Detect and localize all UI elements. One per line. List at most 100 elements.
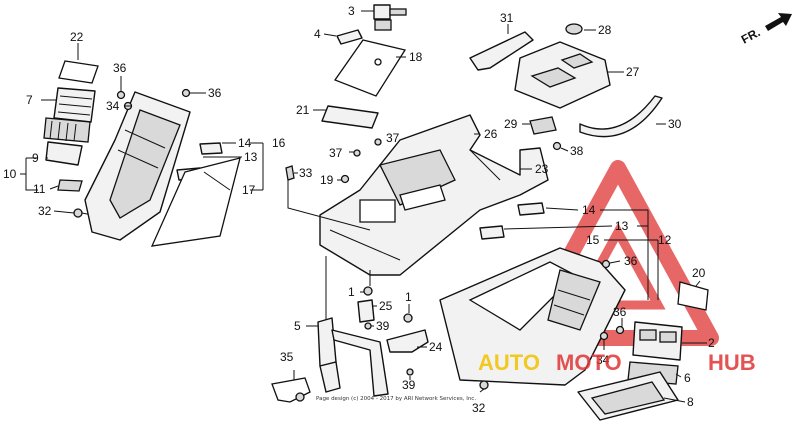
part-2-switch-panel <box>632 321 683 361</box>
part-30-strip <box>579 95 663 138</box>
callout-15: 15 <box>586 233 600 247</box>
callout-28: 28 <box>598 23 612 37</box>
part-1-grommet-a <box>363 286 373 296</box>
callout-24: 24 <box>429 340 443 354</box>
callout-26: 26 <box>484 127 498 141</box>
callout-20: 20 <box>692 266 706 280</box>
callout-4: 4 <box>314 27 321 41</box>
callout-36-right-b: 36 <box>613 305 627 319</box>
callout-14-right: 14 <box>582 203 596 217</box>
part-28-plug <box>565 23 583 35</box>
callout-10: 10 <box>3 167 17 181</box>
callout-33: 33 <box>299 166 313 180</box>
part-1-grommet-b <box>403 313 413 323</box>
part-29-button <box>529 116 557 135</box>
callout-numbers: 22 7 9 10 11 32 36 34 36 14 13 16 17 3 4… <box>3 4 715 415</box>
callout-1-a: 1 <box>348 285 355 299</box>
callout-23: 23 <box>535 162 549 176</box>
part-36-clip-a <box>116 90 126 100</box>
callout-31: 31 <box>500 11 514 25</box>
callout-37-a: 37 <box>386 131 400 145</box>
front-direction-indicator: FR. <box>739 13 792 47</box>
part-9-bracket <box>45 141 83 166</box>
part-25-bracket <box>357 299 375 323</box>
watermark-text: AUTO MOTO HUB <box>478 350 756 375</box>
callout-14-left: 14 <box>238 136 252 150</box>
part-4-latch <box>336 29 363 45</box>
callout-32-right: 32 <box>472 401 486 415</box>
part-35-bracket <box>271 377 311 403</box>
callout-25: 25 <box>379 299 393 313</box>
part-21-hinge <box>321 105 379 129</box>
part-24-bracket <box>386 329 429 353</box>
part-20-cap <box>677 281 709 311</box>
callout-27: 27 <box>626 65 640 79</box>
part-37-screw-a <box>374 138 382 146</box>
part-side-panel-left <box>84 91 191 241</box>
watermark-text-hub: HUB <box>708 350 756 375</box>
callout-37-b: 37 <box>329 146 343 160</box>
callout-39-a: 39 <box>376 319 390 333</box>
callout-22: 22 <box>70 30 84 44</box>
watermark-text-moto: MOTO <box>556 350 622 375</box>
part-36-clip-d <box>615 325 625 335</box>
part-14-pad-right <box>517 202 545 216</box>
part-17-cover-panel <box>150 157 241 247</box>
callout-16: 16 <box>272 136 286 150</box>
callout-13-left: 13 <box>244 150 258 164</box>
part-3-lock-cylinder <box>373 4 407 20</box>
front-arrow-icon <box>765 13 792 31</box>
callout-5: 5 <box>294 319 301 333</box>
part-vent-housing <box>43 117 91 143</box>
callout-8: 8 <box>687 395 694 409</box>
part-18-lid <box>333 39 407 97</box>
part-side-panel-right <box>439 247 626 386</box>
copyright-notice: Page design (c) 2004 - 2017 by ARI Netwo… <box>316 396 476 402</box>
callout-30: 30 <box>668 117 682 131</box>
part-36-clip-b <box>181 88 191 98</box>
part-center-console <box>319 114 549 276</box>
front-direction-label: FR. <box>739 25 763 46</box>
callout-19: 19 <box>320 173 334 187</box>
part-38-screw <box>552 141 562 151</box>
part-36-clip-c <box>601 259 611 269</box>
callout-29: 29 <box>504 117 518 131</box>
callout-17: 17 <box>242 183 256 197</box>
part-32-screw-b <box>479 380 489 390</box>
callout-35: 35 <box>280 350 294 364</box>
callout-36-left-b: 36 <box>208 86 222 100</box>
part-8-tray <box>577 371 679 421</box>
part-31-support <box>469 31 534 71</box>
callout-21: 21 <box>296 103 310 117</box>
callout-18: 18 <box>409 50 423 64</box>
callout-36-right-a: 36 <box>624 254 638 268</box>
callout-7: 7 <box>26 93 33 107</box>
part-22-lid <box>58 60 99 84</box>
watermark-text-auto: AUTO <box>478 350 540 375</box>
part-11-clip <box>57 179 83 192</box>
part-33-clip <box>285 165 295 181</box>
part-7-vent-grille <box>53 87 96 123</box>
part-5-frame <box>317 317 389 397</box>
part-13-pad-right <box>479 225 505 240</box>
callout-2: 2 <box>708 336 715 350</box>
callout-34-right: 34 <box>596 353 610 367</box>
part-34-nut-b <box>599 331 609 341</box>
callout-32-left: 32 <box>38 204 52 218</box>
callout-13-right: 13 <box>615 219 629 233</box>
leader-lines <box>20 10 707 403</box>
callout-1-b: 1 <box>405 290 412 304</box>
callout-3: 3 <box>348 4 355 18</box>
callout-6: 6 <box>684 371 691 385</box>
part-housing-top <box>374 19 392 31</box>
part-19-screw <box>340 174 350 184</box>
callout-39-b: 39 <box>402 378 416 392</box>
part-27-tray <box>514 41 611 109</box>
callout-11: 11 <box>33 182 46 196</box>
callout-38: 38 <box>570 144 584 158</box>
callout-12: 12 <box>658 233 672 247</box>
part-37-screw-b <box>353 149 361 157</box>
callout-36-left-a: 36 <box>113 61 127 75</box>
